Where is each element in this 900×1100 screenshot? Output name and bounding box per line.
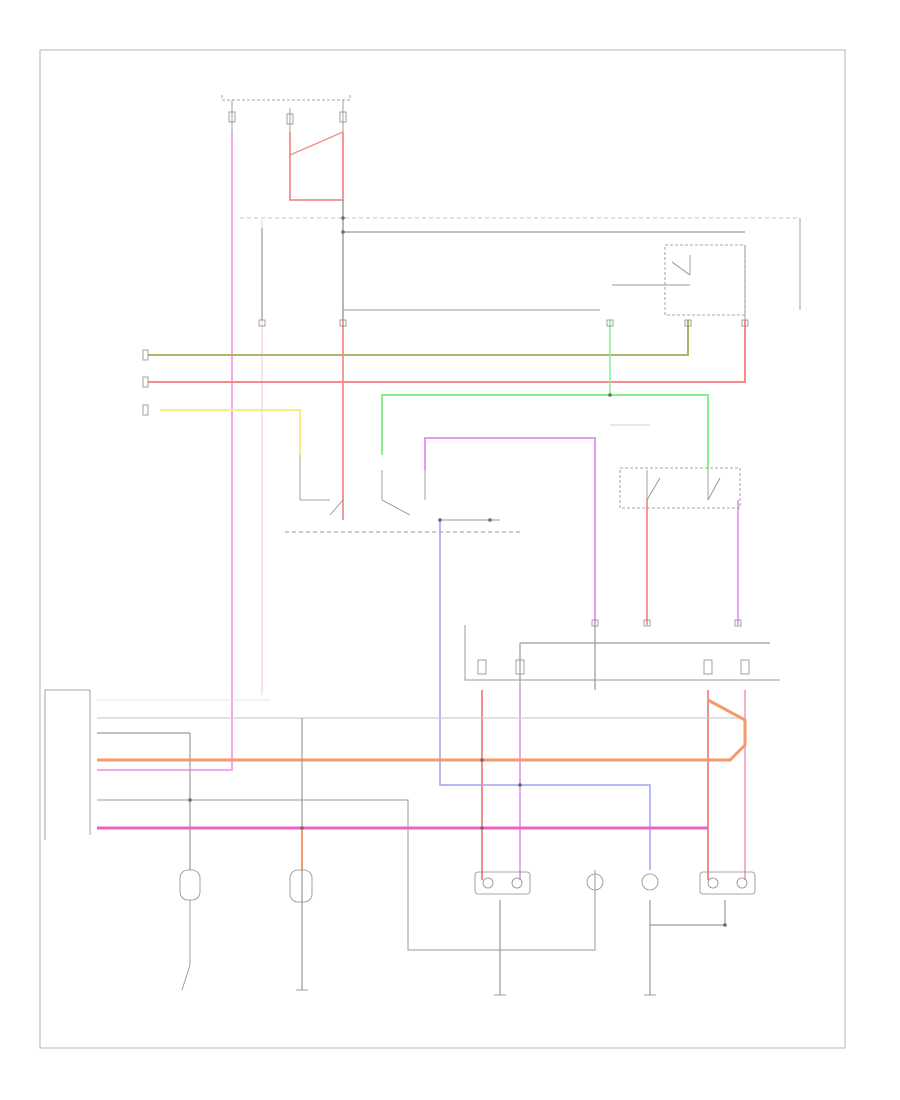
wire-green	[381, 394, 709, 470]
headlight-relay-right	[664, 218, 801, 320]
wire-red-top-loop	[289, 132, 344, 201]
connector-left	[44, 689, 91, 840]
wire-olive	[148, 320, 689, 356]
wire-yellow	[160, 409, 301, 455]
left-headlight-lo	[586, 873, 604, 891]
diagram-frame	[39, 49, 846, 1049]
right-headlight-lo	[641, 873, 659, 891]
wire-violet	[424, 437, 596, 625]
wire-pink-main	[97, 132, 233, 771]
junction-dots	[188, 216, 727, 927]
dimmer-switch	[299, 455, 344, 516]
right-headlight-hi	[699, 871, 756, 895]
wire-gray-lower	[97, 799, 596, 951]
left-headlight-hi	[474, 871, 531, 895]
wire-orange	[97, 698, 747, 762]
headlight-switch	[381, 470, 426, 516]
fuse-box-right	[477, 659, 750, 675]
wire-red-relay	[148, 320, 746, 383]
fuse-box-top	[221, 95, 351, 132]
wire-blue	[439, 520, 651, 870]
wire-gray-ground-3	[650, 900, 726, 926]
wire-gray-rightbox	[464, 625, 780, 681]
wire-red-top-cross	[289, 131, 344, 156]
indicator-light	[179, 869, 313, 991]
connector-pins	[142, 319, 749, 627]
passing-switch	[619, 467, 741, 509]
